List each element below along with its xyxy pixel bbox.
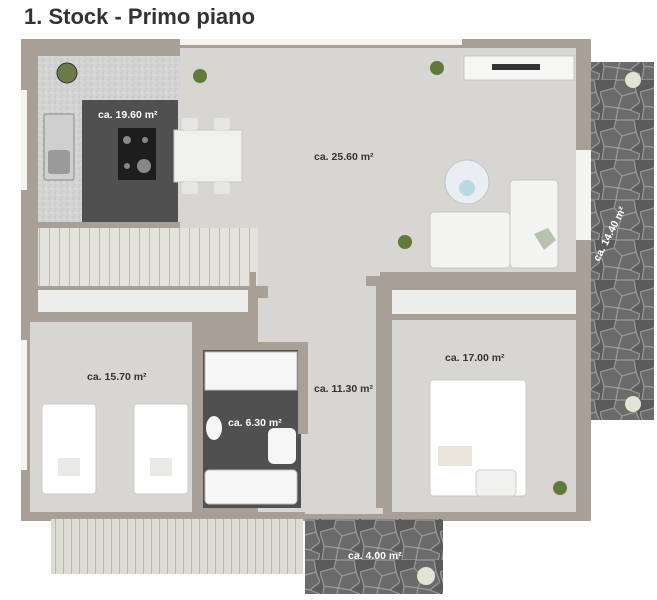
wall xyxy=(366,276,591,286)
plant-icon xyxy=(625,72,641,88)
wall xyxy=(298,342,308,434)
plant-icon xyxy=(398,235,412,249)
toilet xyxy=(206,416,222,440)
plant-icon xyxy=(430,61,444,75)
wall xyxy=(192,342,202,512)
wall xyxy=(192,342,308,350)
plant-icon xyxy=(553,481,567,495)
sofa-chaise xyxy=(509,179,559,269)
wall xyxy=(376,286,390,508)
area-label-bedroom2: ca. 17.00 m² xyxy=(445,352,505,364)
bed xyxy=(41,403,97,495)
plant-icon xyxy=(625,396,641,412)
wall xyxy=(258,286,268,298)
plant-icon xyxy=(193,69,207,83)
wall xyxy=(250,272,256,296)
area-label-kitchen: ca. 19.60 m² xyxy=(98,109,158,121)
area-label-hallway: ca. 11.30 m² xyxy=(314,383,373,395)
shower xyxy=(204,351,298,391)
window-strip xyxy=(38,290,248,312)
window-left xyxy=(21,340,27,470)
terrace-floor xyxy=(591,62,654,420)
bed xyxy=(133,403,189,495)
dining-table xyxy=(173,129,243,183)
area-label-balcony: ca. 4.00 m² xyxy=(348,550,402,562)
area-label-bedroom1: ca. 15.70 m² xyxy=(87,371,147,383)
cooktop xyxy=(118,128,156,180)
area-label-living: ca. 25.60 m² xyxy=(314,151,374,163)
hallway-floor-2 xyxy=(305,430,383,514)
plant-icon xyxy=(417,567,435,585)
washbasin xyxy=(268,428,296,464)
sink-bowl xyxy=(48,150,70,174)
plant-icon xyxy=(56,62,78,84)
stair-floor xyxy=(38,228,258,286)
deck-floor xyxy=(51,519,303,574)
page-title: 1. Stock - Primo piano xyxy=(24,4,256,29)
window-right xyxy=(576,150,591,240)
window-top xyxy=(180,39,462,45)
window-strip xyxy=(392,290,576,314)
bathtub xyxy=(204,469,298,505)
window-left xyxy=(21,90,27,190)
sofa xyxy=(429,211,511,269)
area-label-bathroom: ca. 6.30 m² xyxy=(228,417,282,429)
